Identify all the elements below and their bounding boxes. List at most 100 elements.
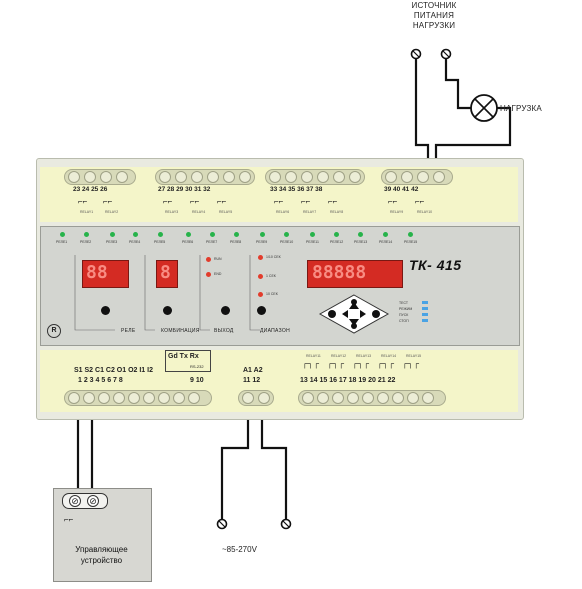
relay-display: 88 — [82, 260, 129, 288]
relay-led-label: РЕЛЕ12 — [330, 240, 344, 244]
contact-icon: ┌┐┌ — [402, 359, 420, 368]
navigation-pad[interactable] — [318, 293, 390, 335]
relay-button[interactable] — [101, 306, 110, 315]
bus-terminal-numbers: 9 10 — [190, 377, 204, 384]
nav-right-button — [372, 310, 380, 318]
terminal-block-39-42 — [381, 169, 453, 185]
contact-icon: ⌐⌐ — [163, 197, 173, 206]
contact-icon: ⌐⌐ — [103, 197, 113, 206]
combination-display: 8 — [156, 260, 178, 288]
power-terminal-numbers: 11 12 — [243, 377, 261, 384]
time-display: 88888 — [307, 260, 403, 288]
relay-led-label: РЕЛЕ14 — [379, 240, 393, 244]
output-led-run — [206, 257, 211, 262]
control-device-terminals: ⊘ ⊘ — [62, 493, 108, 509]
contact-icon: ⌐⌐ — [388, 197, 398, 206]
arrow-left-icon — [342, 310, 348, 318]
relay-tag: RELAY5 — [219, 210, 233, 214]
input-terminal-numbers: 1 2 3 4 5 6 7 8 — [78, 377, 123, 384]
contact-icon: ┌┐┌ — [377, 359, 395, 368]
relay-led-10 — [284, 232, 289, 237]
contact-icon: ⌐⌐ — [301, 197, 311, 206]
relay-led-5 — [158, 232, 163, 237]
load-label: НАГРУЗКА — [500, 104, 542, 113]
output-button[interactable] — [221, 306, 230, 315]
relay-tag: RELAY1 — [80, 210, 94, 214]
contact-icon: ⌐⌐ — [78, 197, 88, 206]
arrow-down-icon — [349, 319, 359, 326]
control-device-label: Управляющее устройство — [75, 545, 128, 565]
terminal-block-1-10 — [64, 390, 212, 406]
mode-led-stop — [422, 319, 428, 322]
supply-voltage-label: ~85-270V — [222, 545, 257, 554]
relay-tag: RELAY7 — [303, 210, 317, 214]
terminal-block-13-22 — [298, 390, 446, 406]
relay-led-label: РЕЛЕ11 — [306, 240, 319, 244]
range-button[interactable] — [257, 306, 266, 315]
range-led-3 — [258, 292, 263, 297]
relay-led-label: РЕЛЕ8 — [230, 240, 242, 244]
relay-tag: RELAY15 — [406, 354, 422, 358]
relay-tag: RELAY8 — [330, 210, 344, 214]
relay-led-4 — [133, 232, 138, 237]
contact-icon: ⌐⌐ — [328, 197, 338, 206]
relay-tag: RELAY12 — [331, 354, 347, 358]
terminal-block-27-32 — [155, 169, 255, 185]
relay-led-14 — [383, 232, 388, 237]
arrow-up-icon — [349, 302, 359, 309]
contact-icon: ┌┐┌ — [352, 359, 370, 368]
load-source-label: ИСТОЧНИК ПИТАНИЯ НАГРУЗКИ — [411, 1, 457, 30]
panel-section-frames — [74, 255, 260, 331]
relay-section-label: РЕЛЕ — [121, 328, 136, 334]
output-led-end — [206, 272, 211, 277]
mode-led-mode — [422, 307, 428, 310]
front-panel — [40, 226, 520, 346]
contact-icon: ⌐⌐ — [64, 515, 74, 524]
terminal-numbers-27-32: 27 28 29 30 31 32 — [158, 186, 211, 193]
relay-tag: RELAY4 — [192, 210, 206, 214]
relay-tag: RELAY14 — [381, 354, 397, 358]
load-lamp-icon — [470, 94, 498, 122]
relay-tag: RELAY2 — [105, 210, 119, 214]
output-section-label: ВЫХОД — [214, 328, 234, 334]
relay-tag: RELAY10 — [417, 210, 433, 214]
nav-left-button — [328, 310, 336, 318]
contact-icon: ⌐⌐ — [415, 197, 425, 206]
relay-led-8 — [234, 232, 239, 237]
relay-led-3 — [110, 232, 115, 237]
contact-icon: ⌐⌐ — [217, 197, 227, 206]
rs232-label: RS-232 — [190, 364, 204, 369]
relay-led-label: РЕЛЕ6 — [182, 240, 194, 244]
relay-led-label: РЕЛЕ9 — [256, 240, 268, 244]
range-led-2 — [258, 274, 263, 279]
relay-led-label: РЕЛЕ2 — [80, 240, 92, 244]
input-terminal-names: S1 S2 C1 C2 O1 O2 I1 I2 — [74, 367, 153, 374]
relay-led-label: РЕЛЕ1 — [56, 240, 68, 244]
terminal-numbers-39-42: 39 40 41 42 — [384, 186, 419, 193]
relay-tag: RELAY3 — [165, 210, 179, 214]
relay-led-13 — [358, 232, 363, 237]
device-model: ТК- 415 — [409, 257, 462, 273]
brand-logo-icon: R — [47, 324, 61, 338]
relay-tag: RELAY6 — [276, 210, 290, 214]
arrow-right-icon — [360, 310, 366, 318]
relay-led-label: РЕЛЕ4 — [129, 240, 141, 244]
relay-led-label: РЕЛЕ15 — [404, 240, 418, 244]
terminal-block-23-26 — [64, 169, 136, 185]
terminal-block-11-12 — [238, 390, 274, 406]
contact-icon: ┌┐┌ — [302, 359, 320, 368]
power-terminal-names: A1 A2 — [243, 367, 263, 374]
range-section-label: ДИАПАЗОН — [260, 328, 290, 334]
relay-led-12 — [334, 232, 339, 237]
terminal-numbers-33-38: 33 34 35 36 37 38 — [270, 186, 323, 193]
relay-tag: RELAY9 — [390, 210, 404, 214]
bus-names: Gd Tx Rx — [168, 353, 199, 360]
terminal-numbers-23-26: 23 24 25 26 — [73, 186, 108, 193]
combination-button[interactable] — [163, 306, 172, 315]
relay-led-6 — [186, 232, 191, 237]
relay-terminal-numbers: 13 14 15 16 17 18 19 20 21 22 — [300, 377, 396, 384]
mode-led-test — [422, 301, 428, 304]
relay-led-label: РЕЛЕ7 — [206, 240, 218, 244]
relay-led-label: РЕЛЕ3 — [106, 240, 118, 244]
